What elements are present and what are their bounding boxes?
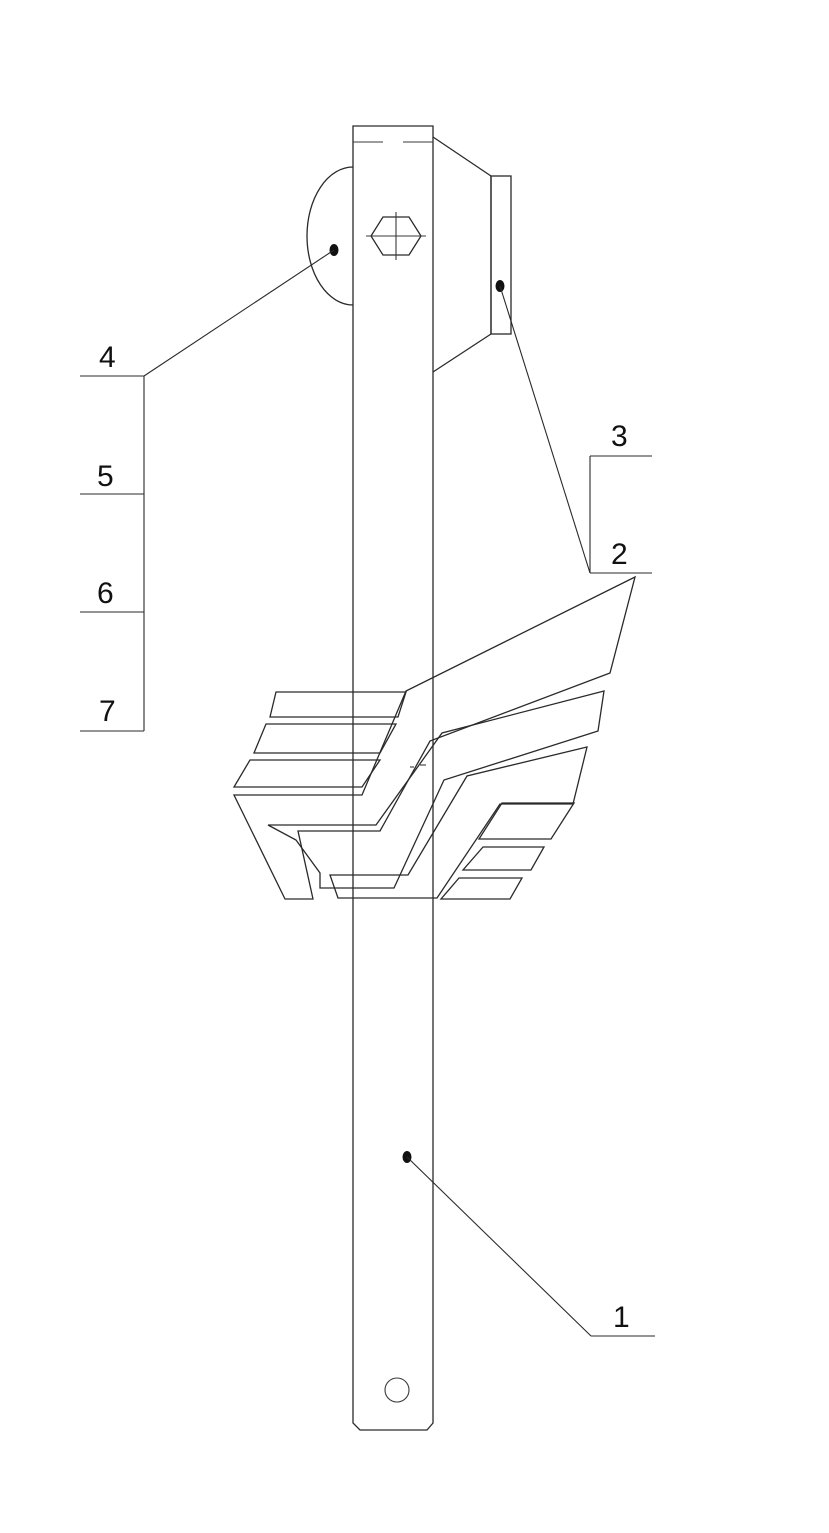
logo-emblem: [232, 575, 636, 900]
label-part-7: 7: [99, 695, 116, 728]
label-part-1: 1: [613, 1301, 630, 1334]
label-part-6: 6: [97, 577, 114, 610]
hex-bolt: [366, 212, 426, 260]
label-part-2: 2: [611, 538, 628, 571]
semicircle-plate: [306, 166, 354, 306]
callout-dots: [329, 244, 505, 1163]
label-part-3: 3: [611, 420, 628, 453]
bracket: [432, 136, 512, 373]
main-bar: [352, 125, 434, 1431]
leader-lines: [80, 249, 655, 1337]
part-labels: 4 5 6 7 3 2 1: [97, 341, 630, 1334]
label-part-4: 4: [99, 341, 116, 374]
label-part-5: 5: [97, 460, 114, 493]
mounting-hole: [384, 1377, 410, 1403]
